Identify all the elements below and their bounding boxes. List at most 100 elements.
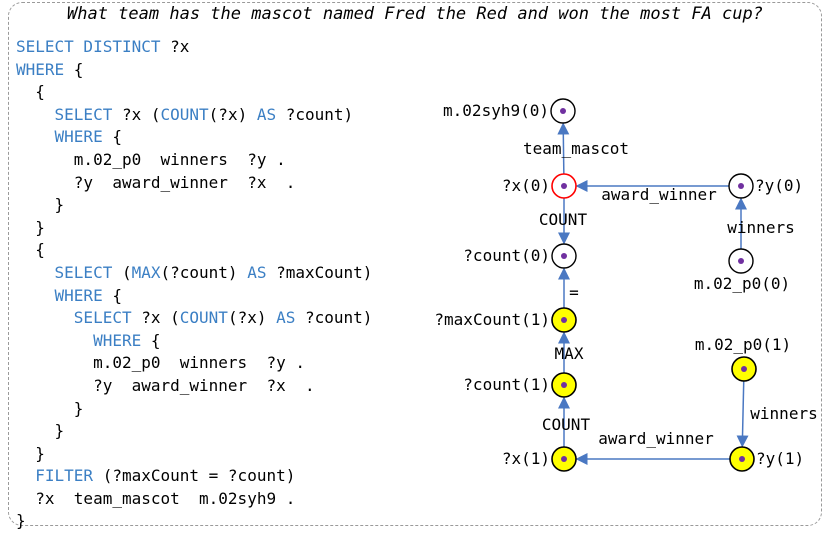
code-line: m.02_p0 winners ?y . (16, 149, 372, 172)
node-dot (738, 258, 744, 264)
edge-label: COUNT (539, 210, 588, 229)
code-text: (?count) (160, 262, 248, 282)
code-line: SELECT DISTINCT ?x (16, 36, 372, 59)
diagram-frame (8, 2, 822, 526)
code-line: SELECT ?x (COUNT(?x) AS ?count) (16, 307, 373, 330)
code-text: m.02_p0 winners ?y . (16, 149, 286, 169)
code-line: } (16, 443, 372, 466)
node-label: m.02syh9(0) (443, 101, 549, 120)
code-keyword: SELECT DISTINCT (16, 37, 161, 56)
code-text: ?x (160, 37, 190, 56)
node-label: ?x(0) (502, 176, 550, 195)
code-keyword: WHERE (54, 285, 103, 305)
edge-label: award_winner (601, 185, 717, 204)
node-dot (561, 456, 567, 462)
code-keyword: SELECT (73, 308, 132, 328)
node-dot (561, 382, 567, 388)
code-keyword: COUNT (160, 104, 209, 124)
code-text: ?x ( (112, 104, 161, 124)
node-dot (561, 253, 567, 259)
node-label: m.02_p0(0) (694, 274, 790, 293)
code-text: m.02_p0 winners ?y . (16, 353, 305, 373)
code-line: SELECT (MAX(?count) AS ?maxCount) (16, 262, 373, 285)
code-text: (?x) (227, 308, 277, 328)
code-line: SELECT ?x (COUNT(?x) AS ?count) (16, 104, 372, 127)
code-text: { (102, 127, 122, 147)
code-keyword: WHERE (54, 127, 103, 147)
code-text: (?maxCount = ?count) (93, 466, 296, 486)
code-keyword: SELECT (54, 104, 113, 124)
code-line: m.02_p0 winners ?y . (16, 352, 372, 375)
node-dot (739, 456, 745, 462)
code-text: ?y award_winner ?x . (16, 375, 315, 395)
edge-label: winners (750, 404, 817, 423)
node-label: ?x(1) (502, 449, 550, 468)
node-dot (561, 317, 567, 323)
code-line: FILTER (?maxCount = ?count) (16, 465, 372, 488)
code-text: } (16, 398, 84, 418)
code-text: { (64, 59, 84, 79)
node-label: ?maxCount(1) (434, 310, 550, 329)
node-label: ?y(1) (756, 449, 804, 468)
code-text: ?x ( (131, 308, 180, 328)
code-line: { (16, 239, 372, 262)
node-label: ?y(0) (755, 176, 803, 195)
node-dot (738, 183, 744, 189)
code-text: } (16, 195, 65, 215)
node-dot (741, 366, 747, 372)
code-keyword: FILTER (35, 466, 94, 486)
node-dot (561, 183, 567, 189)
code-text: } (16, 511, 26, 531)
code-text: ?y award_winner ?x . (16, 172, 296, 192)
graph-edge (736, 380, 749, 448)
code-text: } (16, 421, 65, 441)
code-text: } (16, 217, 45, 237)
code-keyword: AS (256, 104, 277, 124)
code-keyword: AS (276, 308, 296, 328)
code-keyword: MAX (131, 262, 161, 282)
code-text: ( (112, 262, 132, 282)
code-text: { (102, 285, 122, 305)
code-text: } (16, 443, 45, 463)
code-line: } (16, 398, 372, 421)
edge-label: winners (727, 218, 794, 237)
code-keyword: WHERE (16, 59, 65, 79)
code-line: WHERE { (16, 285, 372, 308)
code-keyword: SELECT (54, 262, 113, 282)
code-line: WHERE { (16, 59, 372, 82)
code-line: } (16, 194, 372, 217)
code-line: } (16, 420, 372, 443)
code-line: ?x team_mascot m.02syh9 . (16, 488, 372, 511)
edge-label: = (569, 283, 579, 302)
code-keyword: WHERE (93, 330, 142, 350)
code-text: ?count) (295, 308, 373, 328)
question-text: What team has the mascot named Fred the … (67, 4, 763, 24)
node-label: ?count(1) (463, 375, 550, 394)
code-text: { (16, 240, 45, 260)
edge-label: COUNT (542, 415, 591, 434)
code-line: } (16, 217, 372, 240)
edge-label: award_winner (598, 429, 714, 448)
code-text: { (16, 82, 45, 102)
code-line: ?y award_winner ?x . (16, 172, 372, 195)
code-text: { (141, 330, 161, 350)
code-text: ?x team_mascot m.02syh9 . (16, 488, 296, 508)
code-line: WHERE { (16, 330, 372, 353)
code-line: { (16, 81, 372, 104)
edge-label: team_mascot (523, 139, 629, 158)
code-keyword: AS (247, 262, 267, 282)
node-label: ?count(0) (463, 246, 550, 265)
code-text: ?count) (276, 104, 354, 124)
code-line: } (16, 510, 372, 533)
code-keyword: COUNT (179, 308, 228, 328)
code-text: ?maxCount) (266, 262, 373, 282)
node-label: m.02_p0(1) (695, 335, 791, 354)
node-dot (560, 108, 566, 114)
code-line: WHERE { (16, 126, 372, 149)
graph-edge (557, 122, 570, 175)
code-line: ?y award_winner ?x . (16, 375, 372, 398)
edge-label: MAX (555, 344, 584, 363)
code-text: (?x) (208, 104, 257, 124)
